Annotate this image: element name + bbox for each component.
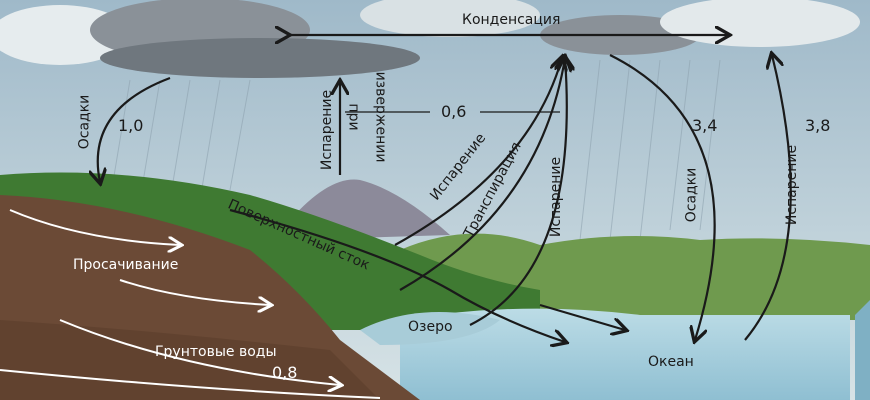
evap-ocean-label: Испарение xyxy=(784,144,801,226)
evap-lake-arrow xyxy=(469,58,567,326)
precip-ocean-label: Осадки xyxy=(683,167,700,223)
precip-ocean-value: 3,4 xyxy=(692,116,718,135)
evap-eruption-label: Испарение xyxy=(319,89,336,171)
groundwater-arrows xyxy=(0,209,381,399)
ocean-label: Океан xyxy=(648,354,694,370)
lake xyxy=(360,312,500,345)
condensation-label: Конденсация xyxy=(462,12,561,28)
rain xyxy=(109,59,721,241)
infiltration-label: Просачивание xyxy=(73,257,179,273)
groundwater-label: Грунтовые воды xyxy=(155,344,277,360)
evap-eruption-label-2: при xyxy=(345,103,362,131)
surface-runoff-arrow xyxy=(229,208,565,342)
evap-eruption-label-3: извержении xyxy=(372,71,389,163)
ocean xyxy=(400,308,850,400)
land-evap-value: 0,6 xyxy=(441,102,467,121)
transpiration-arrow xyxy=(399,58,565,291)
evap-lake-label: Испарение xyxy=(548,156,565,238)
lake-label: Озеро xyxy=(408,319,453,335)
evap-ocean-value: 3,8 xyxy=(805,116,831,135)
evap-land-arrow xyxy=(394,58,562,246)
precip-land-label: Осадки xyxy=(76,94,93,150)
precip-land-value: 1,0 xyxy=(118,116,144,135)
flow-arrows xyxy=(98,35,792,342)
evap-ocean-arrow xyxy=(744,55,792,341)
precip-ocean-arrow xyxy=(609,54,716,340)
groundwater-value: 0,8 xyxy=(272,363,298,382)
precip-land-arrow xyxy=(98,76,171,182)
